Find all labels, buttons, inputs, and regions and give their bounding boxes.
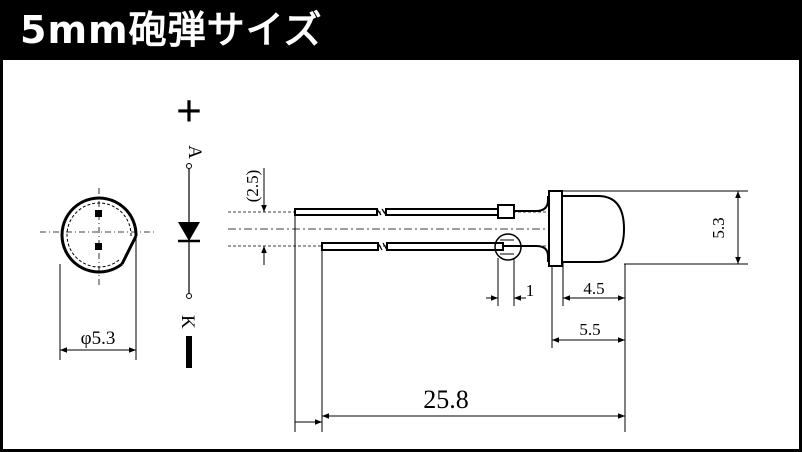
front-diameter-label: φ5.3 [81,328,116,349]
diode-symbol: + A K [176,85,205,368]
front-lead-bottom [95,243,102,250]
anode-lead-stopper [497,204,515,219]
front-view: φ5.3 [40,188,154,360]
notch-label: 1 [526,281,535,300]
page-title: 5mm砲弾サイズ [20,8,323,52]
anode-terminal [186,163,192,169]
cathode-terminal [186,293,192,299]
cathode-break-mark [377,242,388,251]
cathode-lead-segment-2 [386,242,504,251]
body-length-label: 5.5 [579,320,600,339]
anode-lead-segment-2 [385,208,499,216]
lead-anode [294,196,549,219]
front-inner-dashed [66,202,132,268]
cathode-lead-segment-1 [321,242,379,251]
diode-triangle [178,222,200,241]
lens-length-label: 4.5 [583,279,604,298]
cathode-label: K [177,315,198,329]
front-lead-top [95,210,102,217]
pitch-label: (2.5) [243,170,262,203]
anode-break-mark [376,208,387,216]
cathode-detail-circle [494,233,522,261]
led-lens [561,195,626,263]
front-flat-edge [120,235,138,265]
cathode-detail-mark [500,239,514,255]
led-flange [548,190,563,267]
anode-lead-segment-1 [294,208,378,216]
lead-cathode [321,233,549,262]
plus-sign: + [176,85,202,136]
anode-lead-bend [514,196,549,212]
anode-label: A [184,145,205,159]
led-body [548,190,626,267]
title-bar: 5mm砲弾サイズ [0,0,802,60]
total-length-label: 25.8 [423,385,469,414]
minus-sign [186,336,192,368]
height-label: 5.3 [709,217,728,238]
front-outline-arc [60,196,138,274]
side-view: (2.5) 5.3 [228,168,748,432]
